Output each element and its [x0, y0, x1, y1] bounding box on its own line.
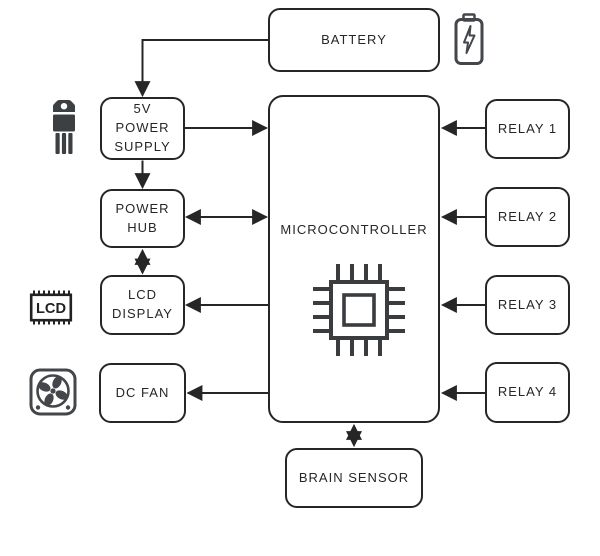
node-brain-sensor: BRAIN SENSOR	[285, 448, 423, 508]
node-battery: BATTERY	[268, 8, 440, 72]
node-relay-3-label: RELAY 3	[497, 296, 558, 312]
microchip-icon	[311, 262, 407, 358]
node-power-hub: POWER HUB	[100, 189, 185, 248]
node-relay-1: RELAY 1	[485, 99, 570, 159]
node-dc-fan-label: DC FAN	[115, 384, 170, 400]
node-relay-4-label: RELAY 4	[497, 384, 558, 400]
wire-battery-to-power-supply	[134, 39, 268, 98]
node-relay-4: RELAY 4	[485, 362, 570, 423]
node-relay-1-label: RELAY 1	[497, 120, 558, 136]
node-relay-3: RELAY 3	[485, 275, 570, 335]
node-microcontroller: MICROCONTROLLER	[268, 95, 440, 423]
lcd-module-icon: LCD	[29, 287, 73, 328]
node-lcd-display: LCD DISPLAY	[100, 275, 185, 335]
voltage-regulator-icon	[52, 99, 76, 155]
node-dc-fan: DC FAN	[99, 363, 186, 423]
node-5v-power-supply-label: 5V POWER SUPPLY	[114, 101, 171, 154]
node-brain-sensor-label: BRAIN SENSOR	[298, 469, 410, 485]
battery-icon	[454, 13, 484, 65]
node-relay-2: RELAY 2	[485, 187, 570, 247]
node-microcontroller-label: MICROCONTROLLER	[280, 222, 428, 237]
lcd-icon-text: LCD	[36, 300, 66, 317]
node-power-hub-label: POWER HUB	[115, 200, 170, 235]
node-battery-label: BATTERY	[321, 31, 387, 47]
node-relay-2-label: RELAY 2	[497, 208, 558, 224]
node-5v-power-supply: 5V POWER SUPPLY	[100, 97, 185, 160]
fan-icon	[29, 368, 77, 416]
node-lcd-display-label: LCD DISPLAY	[112, 287, 173, 321]
